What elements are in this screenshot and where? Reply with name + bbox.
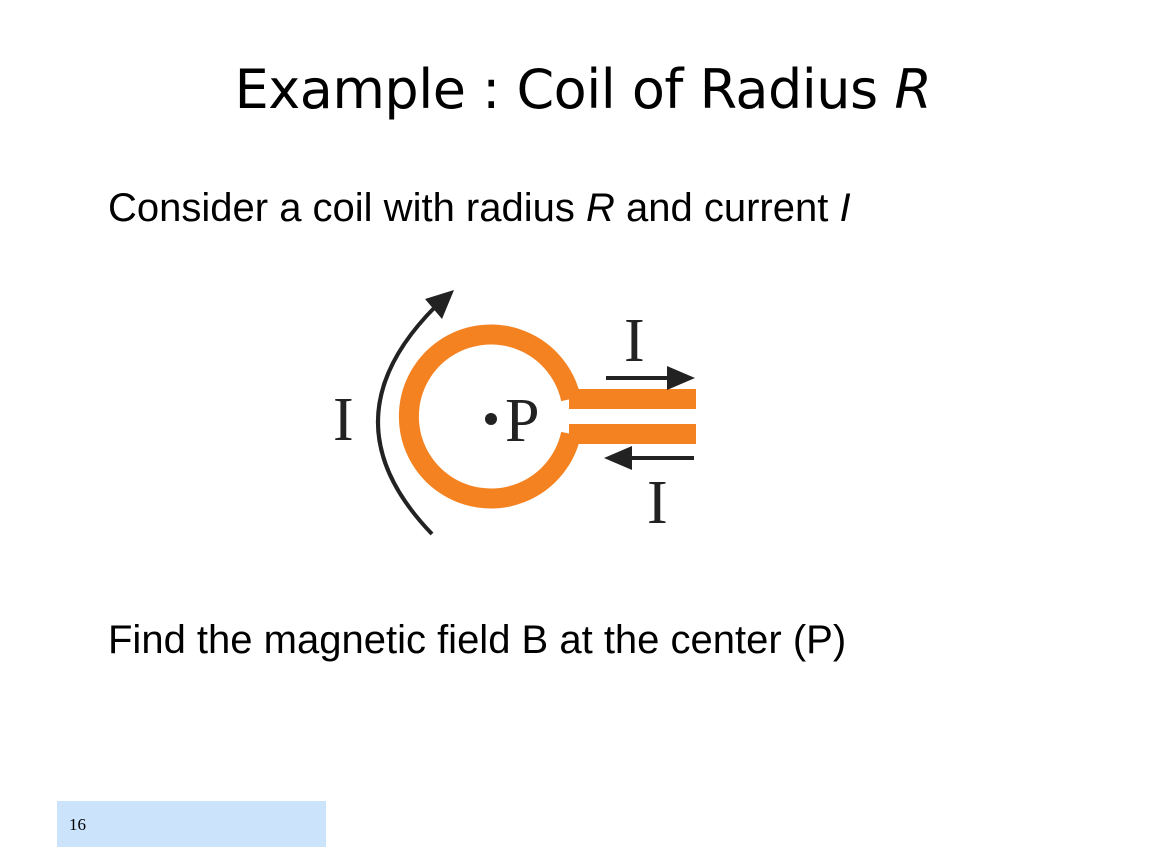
current-arrowhead-curved xyxy=(425,290,454,319)
current-arrowhead-right xyxy=(667,366,695,390)
current-arrowhead-left xyxy=(604,446,632,470)
bullet-1-var-radius: R xyxy=(586,186,615,230)
coil-loop xyxy=(398,324,581,509)
bullet-consider-coil: Consider a coil with radius R and curren… xyxy=(108,184,851,232)
bullet-1-text-a: Consider a coil with radius xyxy=(108,186,586,230)
slide-number-box: 16 xyxy=(57,801,326,847)
slide-title: Example : Coil of Radius R xyxy=(0,52,1150,128)
bullet-1-var-current: I xyxy=(839,186,851,230)
coil-shape xyxy=(398,324,696,509)
bullet-1-text-b: and current xyxy=(614,186,840,230)
slide-number: 16 xyxy=(69,815,86,834)
label-current-bottom: I xyxy=(647,469,668,537)
slide-title-variable: R xyxy=(894,58,932,121)
bullet-find-field: Find the magnetic field B at the center … xyxy=(108,618,847,662)
label-current-loop: I xyxy=(333,386,354,454)
center-point-dot xyxy=(485,413,497,425)
label-center-p: P xyxy=(505,387,539,455)
slide-title-text: Example : Coil of Radius xyxy=(234,58,895,121)
current-arrow-curved xyxy=(376,304,438,536)
label-current-top: I xyxy=(624,307,645,375)
